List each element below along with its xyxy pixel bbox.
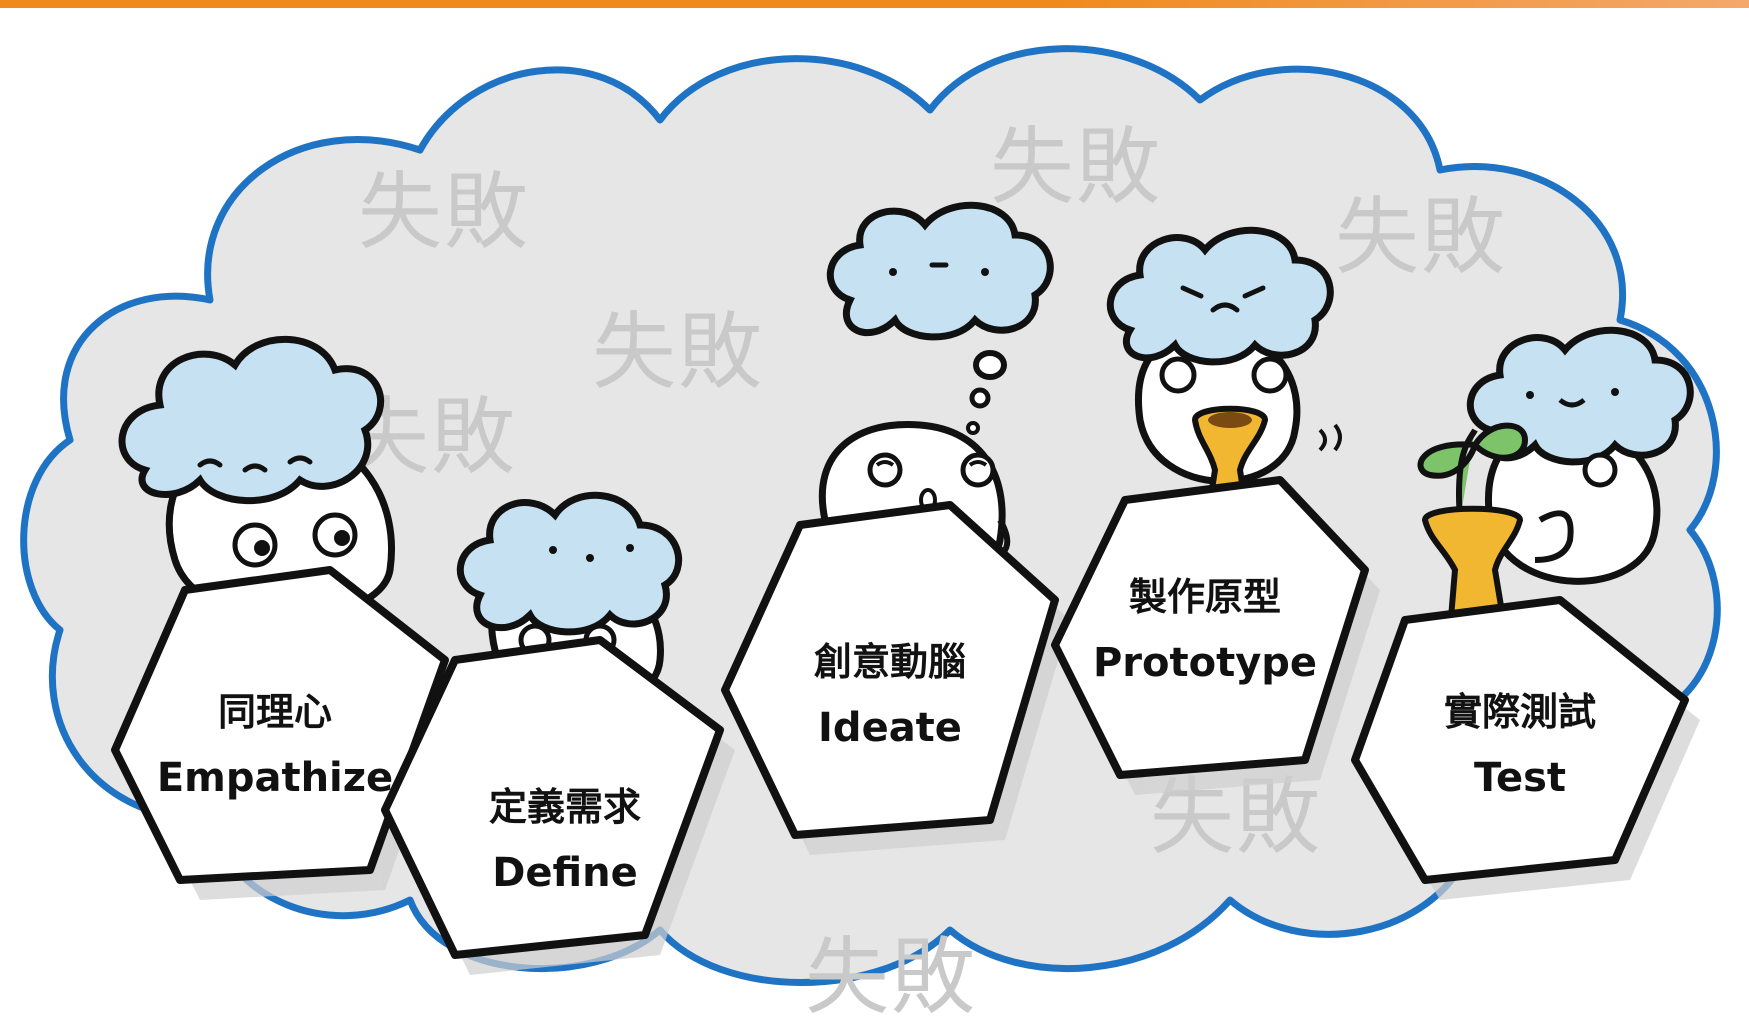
hex-empathize	[111, 566, 449, 884]
stage-zh-label: 實際測試	[1443, 690, 1596, 734]
watermark-failure: 失敗	[358, 163, 531, 261]
watermark-failure: 失敗	[1335, 188, 1508, 286]
hex-test	[1351, 596, 1689, 884]
stage-label-ideate: 創意動腦 Ideate	[765, 640, 1015, 752]
watermark-failure: 失敗	[990, 118, 1163, 216]
watermark-failure: 失敗	[805, 928, 978, 1026]
stage-en-label: Prototype	[1092, 639, 1318, 686]
head-cloud	[1466, 326, 1694, 466]
watermark-failure: 失敗	[592, 303, 765, 401]
character-prototype	[1106, 226, 1342, 538]
head-cloud	[118, 335, 385, 505]
stage-label-empathize: 同理心 Empathize	[150, 690, 400, 802]
stage-en-label: Test	[1473, 754, 1567, 801]
stage-zh-label: 同理心	[217, 690, 332, 734]
hex-prototype	[1051, 476, 1369, 779]
hex-define	[381, 636, 724, 959]
thought-cloud	[826, 201, 1054, 341]
head-cloud	[1106, 226, 1334, 366]
stage-label-prototype: 製作原型 Prototype	[1080, 575, 1330, 687]
character-test	[1417, 326, 1694, 633]
stage-en-label: Define	[492, 849, 638, 896]
stage-en-label: Ideate	[818, 704, 962, 751]
stage-label-test: 實際測試 Test	[1395, 690, 1645, 802]
sprout-icon	[1417, 422, 1529, 521]
top-accent-bar	[0, 0, 1749, 8]
hex-ideate	[721, 501, 1059, 839]
pot-icon	[1421, 505, 1524, 633]
stage-zh-label: 定義需求	[488, 785, 641, 829]
stage-zh-label: 製作原型	[1128, 575, 1281, 619]
hexagons	[111, 476, 1689, 959]
head-cloud	[456, 491, 683, 636]
stage-en-label: Empathize	[156, 754, 394, 801]
stage-zh-label: 創意動腦	[813, 640, 966, 684]
stage-label-define: 定義需求 Define	[440, 785, 690, 897]
